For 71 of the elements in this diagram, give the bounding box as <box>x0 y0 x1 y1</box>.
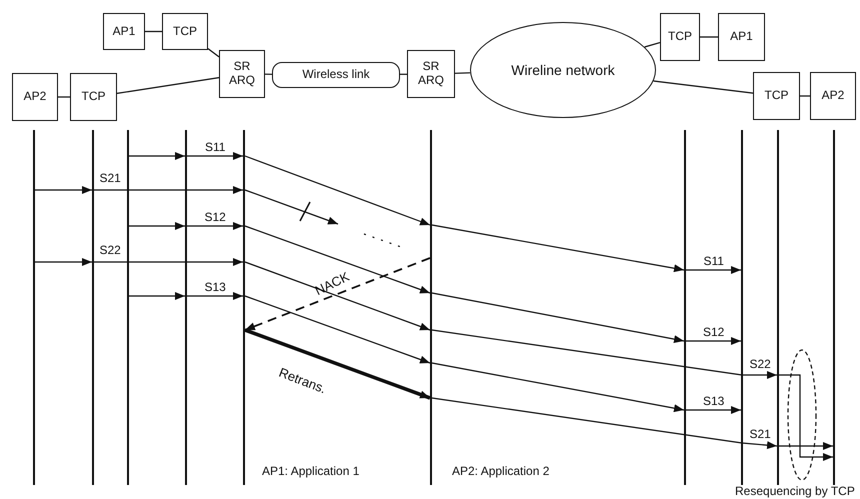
arrow <box>432 362 684 412</box>
process-box: SR ARQ <box>219 50 265 98</box>
caption-text: Resequencing by TCP <box>735 484 855 498</box>
arrow <box>187 222 243 230</box>
arrow <box>187 292 243 300</box>
lifeline <box>777 130 779 485</box>
caption-text: AP1: Application 1 <box>262 464 360 478</box>
arrow <box>779 374 833 461</box>
connector-line <box>644 42 660 48</box>
arrow <box>686 406 741 414</box>
link-capsule: Wireless link <box>272 62 400 88</box>
lifeline <box>684 130 686 485</box>
arrow <box>244 328 431 400</box>
edge-label: S13 <box>702 395 726 407</box>
connector-line <box>116 77 220 94</box>
arrow <box>129 152 185 160</box>
arrow <box>35 186 92 194</box>
process-box: TCP <box>660 13 700 61</box>
process-box: AP1 <box>718 13 765 61</box>
lifeline <box>33 130 35 485</box>
process-box: AP2 <box>810 72 856 120</box>
process-box: TCP <box>70 73 117 121</box>
connector-line <box>653 80 754 94</box>
edge-label: S22 <box>98 244 122 256</box>
connector-line <box>454 72 470 74</box>
arrow <box>244 295 430 364</box>
connector-line <box>58 96 70 98</box>
edge-label: S13 <box>204 281 227 293</box>
lifeline <box>243 130 245 485</box>
arrow <box>244 155 430 226</box>
arrow <box>686 337 741 345</box>
arrow <box>35 258 92 266</box>
edge-label: S11 <box>702 255 725 267</box>
arrow <box>187 152 243 160</box>
edge-label: S21 <box>98 172 122 184</box>
process-box: AP1 <box>103 13 145 50</box>
arrow <box>432 397 778 450</box>
arrow <box>94 186 243 194</box>
arrow <box>129 222 185 230</box>
process-box: TCP <box>162 13 208 50</box>
connector-line <box>208 48 220 58</box>
lifeline <box>741 130 743 485</box>
edge-label: S22 <box>748 358 772 370</box>
arrow <box>129 292 185 300</box>
connector-line <box>400 74 407 75</box>
connector-line <box>700 36 718 38</box>
edge-label: S12 <box>702 326 726 338</box>
edge-label: S21 <box>748 428 772 440</box>
process-box: TCP <box>753 72 800 120</box>
connector-line <box>265 74 272 75</box>
arrow <box>94 258 243 266</box>
connector-line <box>800 95 810 97</box>
arrow <box>432 329 777 379</box>
lifeline <box>92 130 94 485</box>
connector-line <box>145 30 162 32</box>
edge-label: S12 <box>204 211 227 223</box>
lifeline <box>833 130 835 485</box>
lifeline <box>430 130 432 485</box>
arrow <box>686 266 741 274</box>
arrow <box>432 292 684 344</box>
network-ellipse: Wireline network <box>470 22 656 118</box>
lifeline <box>127 130 129 485</box>
caption-text: AP2: Application 2 <box>452 464 550 478</box>
process-box: SR ARQ <box>407 50 455 98</box>
lifeline <box>185 130 187 485</box>
process-box: AP2 <box>12 73 58 121</box>
arrow <box>244 225 430 294</box>
arrow <box>432 224 684 272</box>
arrow <box>244 189 338 225</box>
edge-label: S11 <box>204 141 226 153</box>
arrow <box>779 442 833 450</box>
